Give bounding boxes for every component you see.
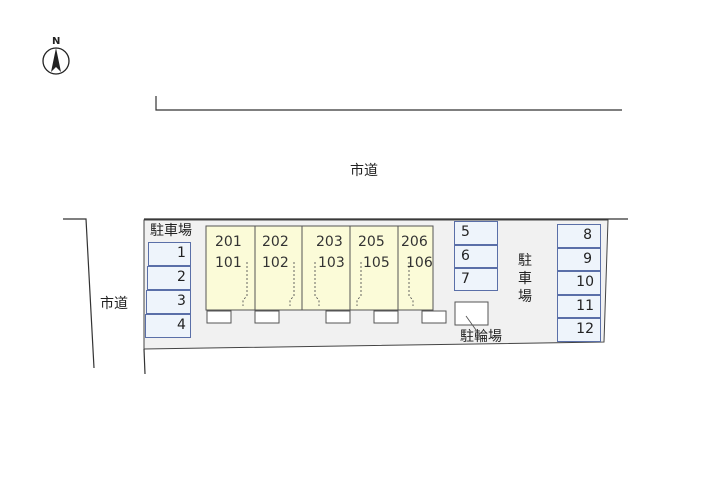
stair-mark	[242, 262, 248, 306]
unit-upper-label: 205	[358, 234, 385, 250]
parking-space-7: 7	[454, 268, 498, 291]
parking-space-5: 5	[454, 221, 498, 245]
unit-lower-label: 101	[215, 255, 242, 271]
parking-space-1: 1	[148, 242, 191, 266]
parking-space-6: 6	[454, 245, 498, 268]
apartment-building	[205, 225, 434, 311]
left-road-edge	[63, 218, 95, 369]
north-compass-icon	[42, 47, 70, 75]
unit-upper-label: 201	[215, 234, 242, 250]
unit-lower-label: 106	[406, 255, 433, 271]
outdoor-unit	[206, 310, 232, 324]
stair-mark	[356, 262, 362, 306]
stair-mark	[314, 262, 320, 306]
top-road-label: 市道	[350, 163, 378, 179]
left-lot-edge	[143, 348, 146, 375]
parking-space-12: 12	[557, 318, 601, 342]
parking-space-3: 3	[146, 290, 191, 314]
bicycle-parking-label: 駐輪場	[460, 329, 502, 345]
outdoor-unit	[254, 310, 280, 324]
unit-lower-label: 105	[363, 255, 390, 271]
parking-space-9: 9	[557, 248, 601, 271]
unit-upper-label: 206	[401, 234, 428, 250]
unit-upper-label: 202	[262, 234, 289, 250]
compass-north-label: N	[52, 36, 61, 47]
unit-upper-label: 203	[316, 234, 343, 250]
left-parking-label: 駐車場	[150, 223, 192, 239]
parking-space-2: 2	[147, 266, 191, 290]
outdoor-unit	[373, 310, 399, 324]
parking-space-8: 8	[557, 224, 601, 248]
bicycle-parking-area	[454, 301, 489, 326]
stair-mark	[408, 262, 414, 306]
right-parking-label: 駐車場	[518, 253, 532, 305]
parking-space-4: 4	[145, 314, 191, 338]
stair-mark	[289, 262, 295, 306]
outdoor-unit	[325, 310, 351, 324]
bicycle-leader-line	[465, 315, 477, 331]
unit-lower-label: 103	[318, 255, 345, 271]
parking-space-11: 11	[557, 295, 601, 318]
left-road-label: 市道	[100, 296, 128, 312]
unit-lower-label: 102	[262, 255, 289, 271]
top-road-edge	[155, 96, 622, 111]
outdoor-unit	[421, 310, 447, 324]
parking-space-10: 10	[557, 271, 601, 295]
